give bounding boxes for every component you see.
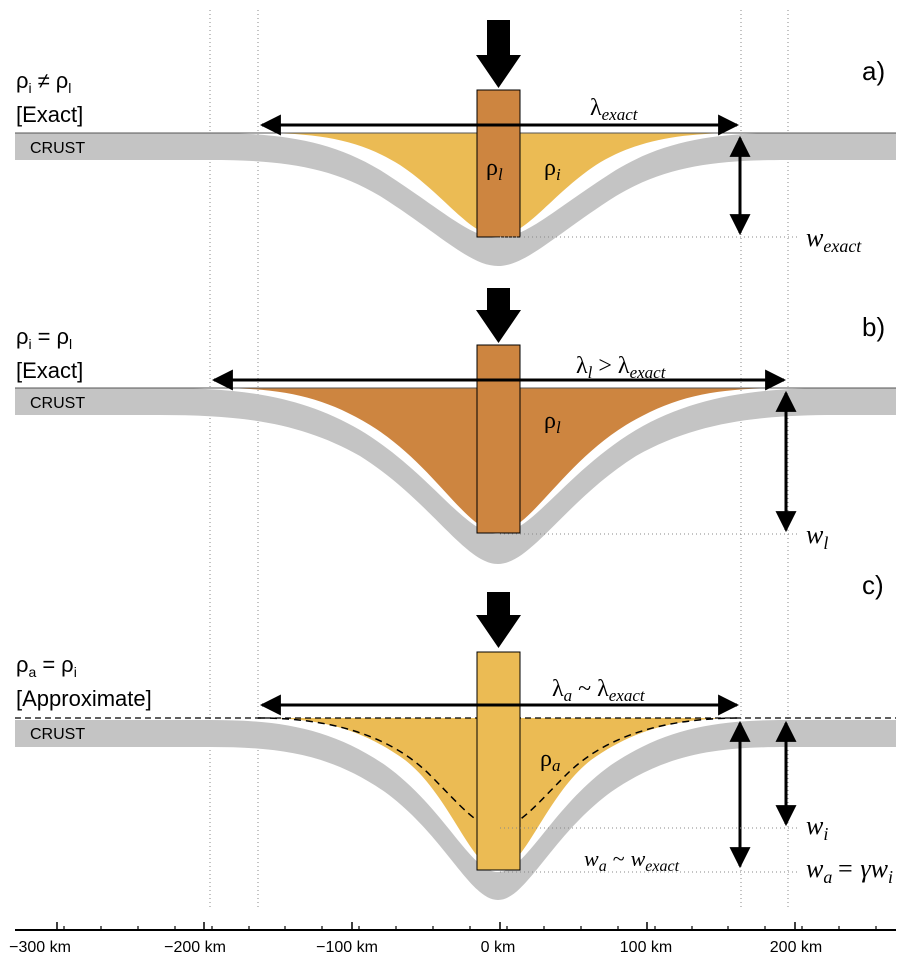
down-arrow-icon [476, 288, 521, 343]
load-column [476, 344, 521, 534]
crust-band [15, 720, 896, 900]
tick-label: −100 km [316, 939, 378, 956]
wa-approx-label: wa~wexact [584, 846, 680, 875]
panel-tag: b) [862, 312, 885, 342]
crust-label: CRUST [30, 140, 85, 157]
fill-density-label: ρa [540, 746, 560, 775]
minor-ticks [63, 926, 877, 930]
panel-tag: a) [862, 56, 885, 86]
crust-band [15, 133, 896, 266]
down-arrow-icon [476, 592, 521, 648]
wa-equation-label: wa= γwi [806, 854, 893, 887]
down-arrow-icon [476, 20, 521, 88]
tick-label: 200 km [770, 939, 822, 956]
method-label: [Exact] [16, 358, 83, 383]
load-column [476, 89, 521, 238]
panel-b: ρi=ρl [Exact] b) CRUST λl>λexact ρl wl [15, 288, 896, 564]
deflection-label: wexact [806, 223, 862, 256]
lambda-label: λa~λexact [552, 676, 646, 705]
tick-label: 0 km [481, 939, 516, 956]
tick-label: −300 km [9, 939, 71, 956]
crust-label: CRUST [30, 395, 85, 412]
wi-label: wi [806, 811, 828, 844]
crust-band [15, 388, 896, 564]
lambda-label: λl>λexact [576, 353, 667, 382]
tick-label: 100 km [620, 939, 672, 956]
density-relation: ρi=ρl [16, 324, 72, 352]
load-column [476, 651, 521, 871]
load-density-label: ρl [486, 155, 503, 184]
panel-c: ρa=ρi [Approximate] c) CRUST λa~λexact ρ… [15, 570, 896, 900]
major-ticks [56, 922, 796, 930]
fill-density-label: ρi [544, 155, 561, 184]
x-axis: −300 km −200 km −100 km 0 km 100 km 200 … [9, 922, 896, 956]
panel-tag: c) [862, 570, 884, 600]
density-relation: ρi≠ρl [16, 68, 71, 96]
method-label: [Exact] [16, 102, 83, 127]
lambda-label: λexact [590, 95, 639, 124]
method-label: [Approximate] [16, 686, 152, 711]
panel-a: ρi≠ρl [Exact] a) CRUST λexact ρl ρi wexa… [15, 20, 896, 266]
density-relation: ρa=ρi [16, 652, 77, 680]
tick-labels: −300 km −200 km −100 km 0 km 100 km 200 … [9, 939, 822, 956]
crust-label: CRUST [30, 726, 85, 743]
deflection-label: wl [806, 520, 828, 553]
tick-label: −200 km [164, 939, 226, 956]
fill-density-label: ρl [544, 408, 561, 437]
